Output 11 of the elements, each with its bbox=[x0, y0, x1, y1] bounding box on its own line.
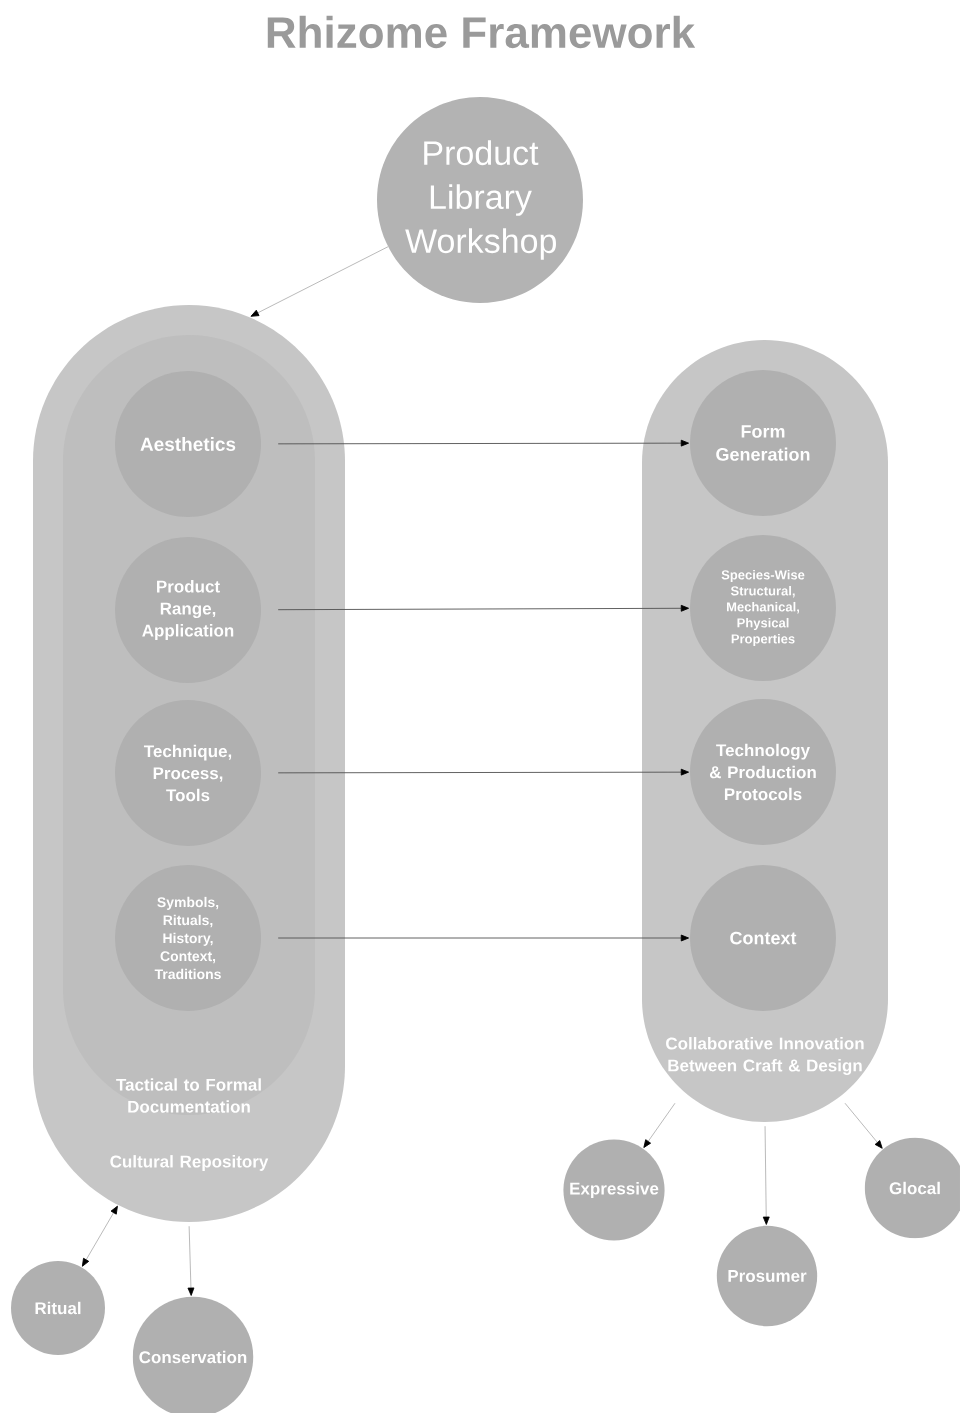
arrow bbox=[277, 934, 689, 942]
arrow bbox=[81, 1205, 118, 1267]
title: Rhizome Framework bbox=[267, 15, 696, 49]
arrow bbox=[187, 1225, 195, 1296]
arrow bbox=[277, 604, 689, 612]
arrow bbox=[844, 1102, 883, 1149]
arrow bbox=[277, 768, 689, 776]
arrow bbox=[250, 246, 389, 317]
arrow bbox=[762, 1125, 770, 1225]
arrow bbox=[643, 1102, 676, 1148]
arrow bbox=[277, 439, 689, 447]
